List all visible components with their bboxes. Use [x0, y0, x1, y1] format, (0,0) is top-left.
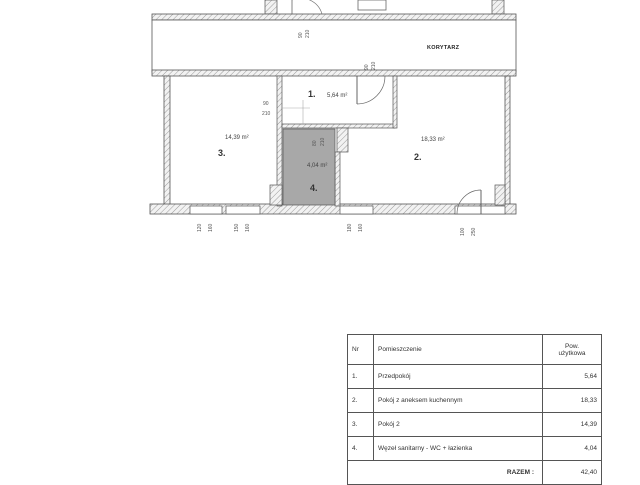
- bathroom-area: [282, 128, 336, 206]
- row-nr: 1.: [347, 364, 374, 389]
- room-2-area: 18,33 m²: [421, 137, 445, 143]
- room4-door-height: 210: [320, 137, 326, 146]
- table-row: 3. Pokój 2 14,39: [347, 412, 602, 437]
- room-1-area: 5,64 m²: [327, 93, 348, 99]
- window-3-width: 180: [347, 223, 353, 232]
- room-3-area: 14,39 m²: [225, 135, 249, 141]
- row-area: 14,39: [542, 412, 602, 437]
- room3-door-height: 210: [262, 111, 271, 117]
- rooms-area-table: Nr Pomieszczenie Pow.użytkowa 1. Przedpo…: [347, 334, 602, 485]
- corridor-top-door-height: 210: [305, 29, 311, 38]
- corridor: [151, 13, 517, 77]
- corridor-top-door-width: 90: [298, 32, 304, 38]
- corridor-label: KORYTARZ: [427, 45, 460, 51]
- total-value: 42,40: [542, 460, 602, 485]
- window-1-height: 160: [208, 223, 214, 232]
- room-1-number: 1.: [308, 89, 316, 99]
- table-total-row: RAZEM : 42,40: [347, 460, 602, 485]
- row-nr: 4.: [347, 436, 374, 461]
- row-room-name: Pokój 2: [373, 412, 543, 437]
- total-label: RAZEM :: [347, 460, 543, 485]
- table-header-row: Nr Pomieszczenie Pow.użytkowa: [347, 334, 602, 365]
- header-area-line2: użytkowa: [558, 349, 586, 357]
- outer-walls: [149, 75, 517, 215]
- corridor-mid-door-width: 90: [364, 64, 370, 70]
- table-row: 1. Przedpokój 5,64: [347, 364, 602, 389]
- row-nr: 3.: [347, 412, 374, 437]
- window-2-width: 150: [234, 223, 240, 232]
- doors: [282, 75, 482, 215]
- room-3-number: 3.: [218, 148, 226, 158]
- row-area: 4,04: [542, 436, 602, 461]
- room-2-number: 2.: [414, 152, 422, 162]
- window-4-height: 250: [471, 227, 477, 236]
- room-4-number: 4.: [310, 183, 318, 193]
- corridor-mid-door-height: 210: [371, 61, 377, 70]
- row-area: 18,33: [542, 388, 602, 413]
- room3-door-width: 90: [263, 101, 269, 107]
- upper-stubs: [264, 0, 505, 15]
- table-row: 2. Pokój z aneksem kuchennym 18,33: [347, 388, 602, 413]
- table-row: 4. Węzeł sanitarny - WC + łazienka 4,04: [347, 436, 602, 461]
- header-area: Pow.użytkowa: [542, 334, 602, 365]
- row-nr: 2.: [347, 388, 374, 413]
- header-nr: Nr: [347, 334, 374, 365]
- row-room-name: Węzeł sanitarny - WC + łazienka: [373, 436, 543, 461]
- row-room-name: Pokój z aneksem kuchennym: [373, 388, 543, 413]
- header-room: Pomieszczenie: [373, 334, 543, 365]
- room4-door-width: 80: [312, 140, 318, 146]
- window-3-height: 160: [358, 223, 364, 232]
- row-area: 5,64: [542, 364, 602, 389]
- row-room-name: Przedpokój: [373, 364, 543, 389]
- room-4-area: 4,04 m²: [307, 163, 328, 169]
- header-area-line1: Pow.: [564, 342, 580, 350]
- window-2-height: 160: [245, 223, 251, 232]
- interior-walls: [269, 75, 506, 207]
- window-1-width: 120: [197, 223, 203, 232]
- window-4-width: 100: [460, 227, 466, 236]
